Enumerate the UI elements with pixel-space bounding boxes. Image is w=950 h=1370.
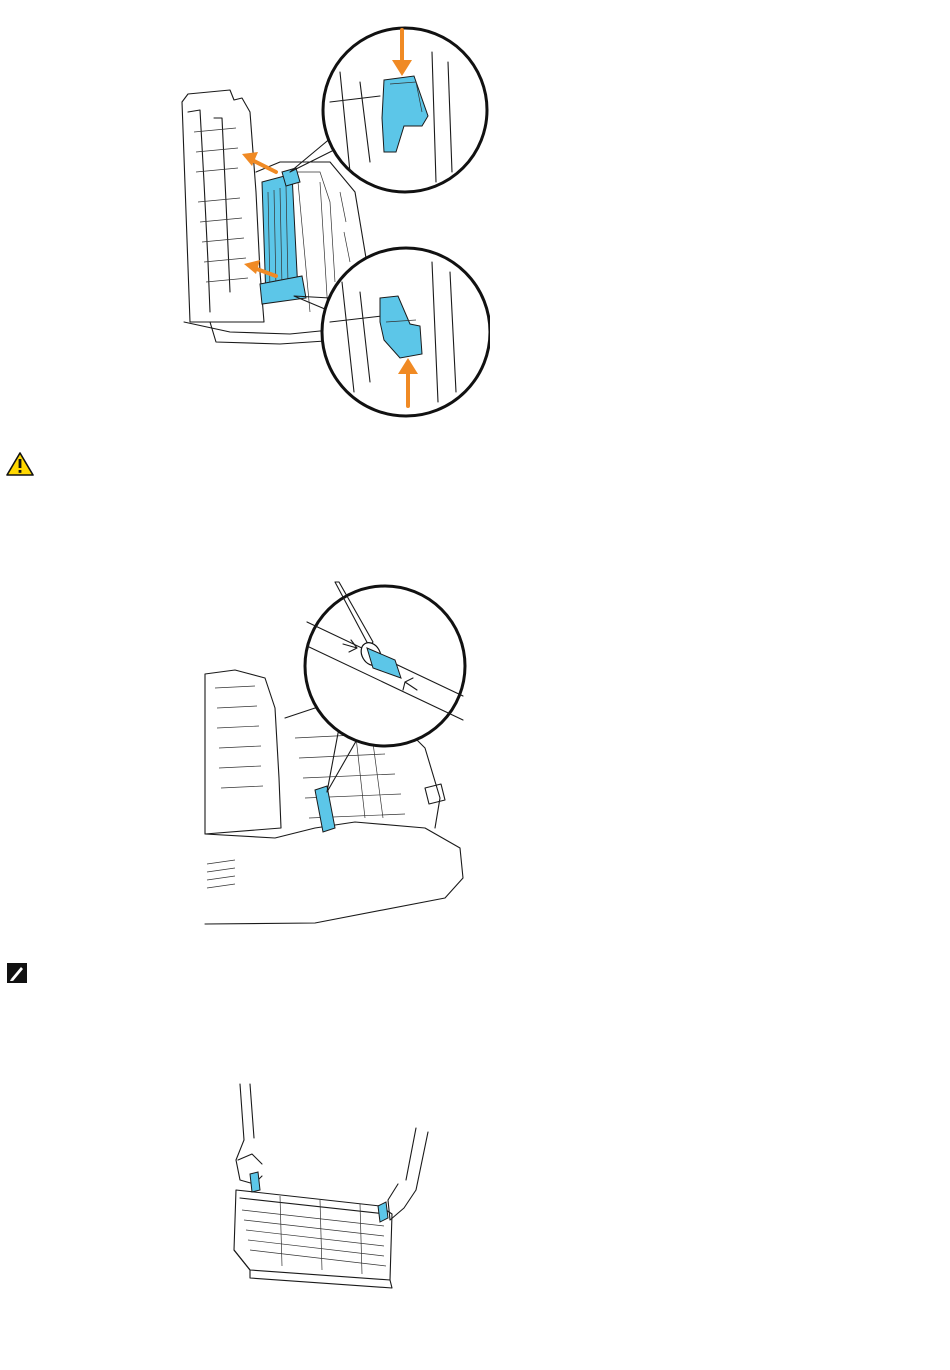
figure-clean-sensor	[195, 578, 470, 928]
figure-hold-cartridge	[220, 1080, 440, 1305]
fuser-levers-illustration	[170, 22, 490, 422]
caution-triangle-icon	[6, 452, 34, 476]
figure-fuser-levers	[170, 22, 490, 422]
note-pencil-icon	[6, 962, 28, 984]
clean-sensor-illustration	[195, 578, 470, 928]
hold-cartridge-illustration	[220, 1080, 440, 1305]
